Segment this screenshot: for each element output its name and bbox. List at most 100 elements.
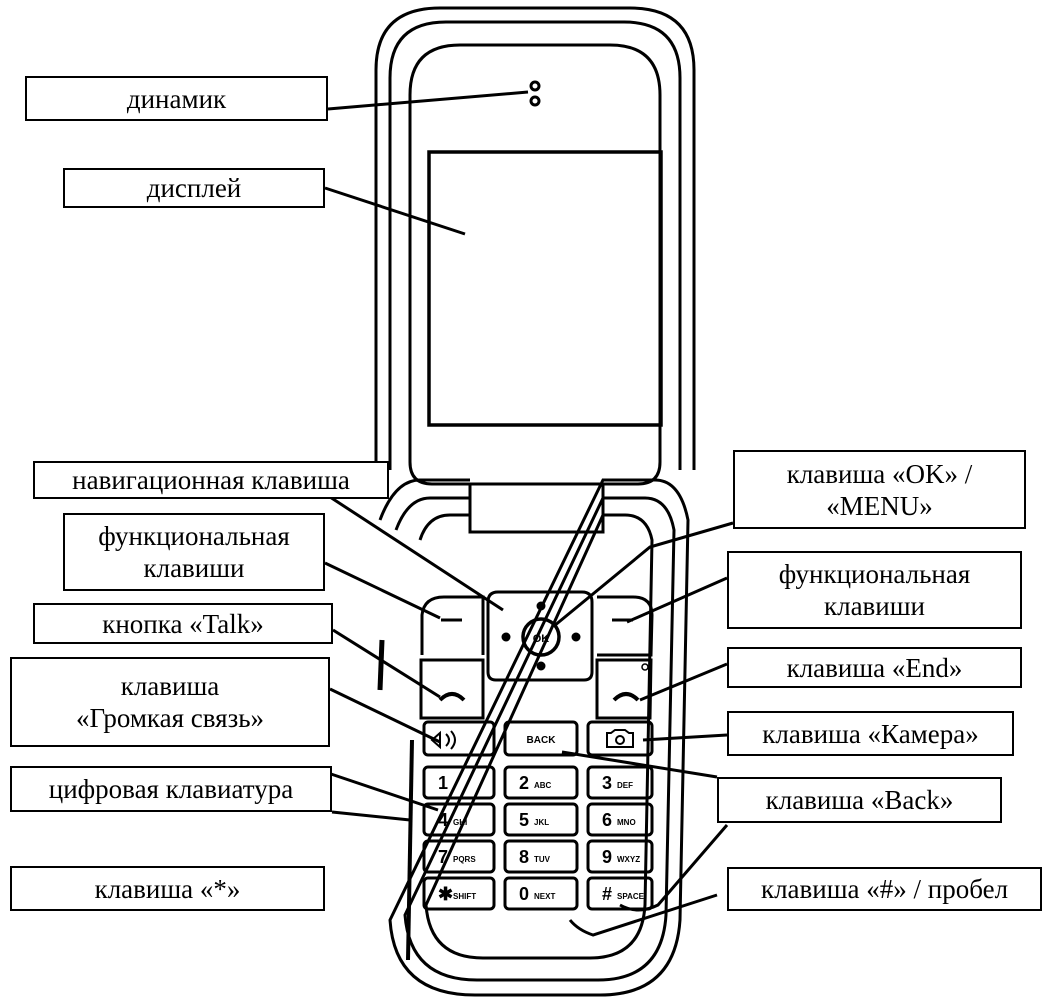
key-4-letters: GHI [453,818,467,827]
key-6-digit: 6 [602,810,612,830]
back-key-label: BACK [527,735,557,746]
nav-dot-left [501,632,511,642]
key-8-digit: 8 [519,847,529,867]
leader-zero [568,893,718,937]
flip-inner-outline [388,20,682,470]
key-4-digit: 4 [438,810,448,830]
keypad-left-bracket [406,739,414,961]
key-2-digit: 2 [519,773,529,793]
key-10-digit: ✱ [438,884,453,904]
base-face [418,513,654,960]
camera-lens [615,735,625,745]
key-4 [422,802,496,837]
key-3-letters: DEF [617,781,633,790]
label-right-soft-key-line1: функциональная [778,559,971,589]
label-keypad: цифровая клавиатура [10,766,332,812]
end-key [595,658,653,720]
key-12-letters: SPACE [617,892,645,901]
label-nav-key: навигационная клавиша [33,461,389,499]
camera-key [586,720,654,757]
key-3-digit: 3 [602,773,612,793]
label-back-key-text: клавиша «Back» [765,785,954,815]
label-ok-menu-key: клавиша «OK» / «MENU» [733,450,1026,529]
label-left-soft-key-line2: клавиши [143,553,245,583]
leader-end [639,662,728,702]
leader-talk [332,628,441,699]
label-ok-menu-line1: клавиша «OK» / [786,458,973,489]
leader-nav [329,495,504,612]
ok-key-label: OK [533,633,550,645]
label-display: дисплей [63,168,325,208]
keypad-keys: 1 2 ABC 3 DEF 4 GHI 5 JKL 6 MNO 7 PQRS 8 TUV 9 WXYZ ✱SHIF… [422,765,654,911]
label-speakerphone-line2: «Громкая связь» [75,703,265,733]
label-talk-button: кнопка «Talk» [33,603,333,644]
key-9-digit: 9 [602,847,612,867]
label-right-soft-key-line2: клавиши [823,591,925,621]
key-12-digit: # [602,884,612,904]
leader-display [324,186,466,236]
key-6 [586,802,654,837]
leader-camera [642,733,728,742]
key-9 [586,839,654,874]
ok-key-outline [521,617,561,657]
leader-lines [324,90,734,937]
label-hash-space-key-text: клавиша «#» / пробел [760,874,1009,904]
key-2 [503,765,579,800]
label-right-soft-key: функциональная клавиши [727,551,1022,629]
label-display-text: дисплей [146,173,242,203]
key-5-digit: 5 [519,810,529,830]
right-soft-key [597,595,654,657]
label-left-soft-key-line1: функциональная [98,521,290,551]
talk-key [419,658,485,720]
hinge [468,484,605,534]
speakerphone-icon [430,730,456,750]
nav-dot-down [536,661,546,671]
speaker-hole-bottom [529,95,541,107]
label-keypad-text: цифровая клавиатура [48,774,294,804]
key-8-letters: TUV [534,855,551,864]
key-7-digit: 7 [438,847,448,867]
key-5-letters: JKL [534,818,549,827]
label-end-key: клавиша «End» [727,647,1022,688]
nav-dot-right [571,632,581,642]
label-talk-button-text: кнопка «Talk» [102,608,264,639]
back-key [503,720,579,757]
key-8 [503,839,579,874]
base-inner-outline [394,496,676,982]
navigation-key-outline [486,590,594,682]
label-speakerphone-key: клавиша «Громкая связь» [10,657,330,747]
key-1 [422,765,496,800]
label-star-key: клавиша «*» [10,866,325,911]
leader-speaker [327,90,529,111]
display-screen [427,150,663,427]
key-3 [586,765,654,800]
key-1-digit: 1 [438,773,448,793]
label-speaker: динамик [25,76,328,121]
label-ok-menu-line2: «MENU» [826,490,933,521]
nav-dot-up [536,601,546,611]
label-hash-space-key: клавиша «#» / пробел [727,867,1042,911]
leader-keypad [331,810,411,822]
key-7 [422,839,496,874]
key-6-letters: MNO [617,818,636,827]
camera-icon [606,729,634,748]
label-speaker-text: динамик [126,83,227,114]
power-icon [641,663,649,671]
speaker-hole-top [529,80,541,92]
key-11-letters: NEXT [534,892,555,901]
key-12 [586,876,654,911]
key-10 [422,876,496,911]
key-11-digit: 0 [519,884,529,904]
key-7-letters: PQRS [453,855,476,864]
leader-back [561,750,718,779]
key-5 [503,802,579,837]
label-speakerphone-line1: клавиша [120,671,220,701]
key-2-letters: ABC [534,781,552,790]
leader-star [324,770,439,812]
key-10-letters: SHIFT [453,892,476,901]
key-9-letters: WXYZ [617,855,640,864]
talk-handset-icon [438,692,466,702]
speakerphone-key [422,720,496,757]
